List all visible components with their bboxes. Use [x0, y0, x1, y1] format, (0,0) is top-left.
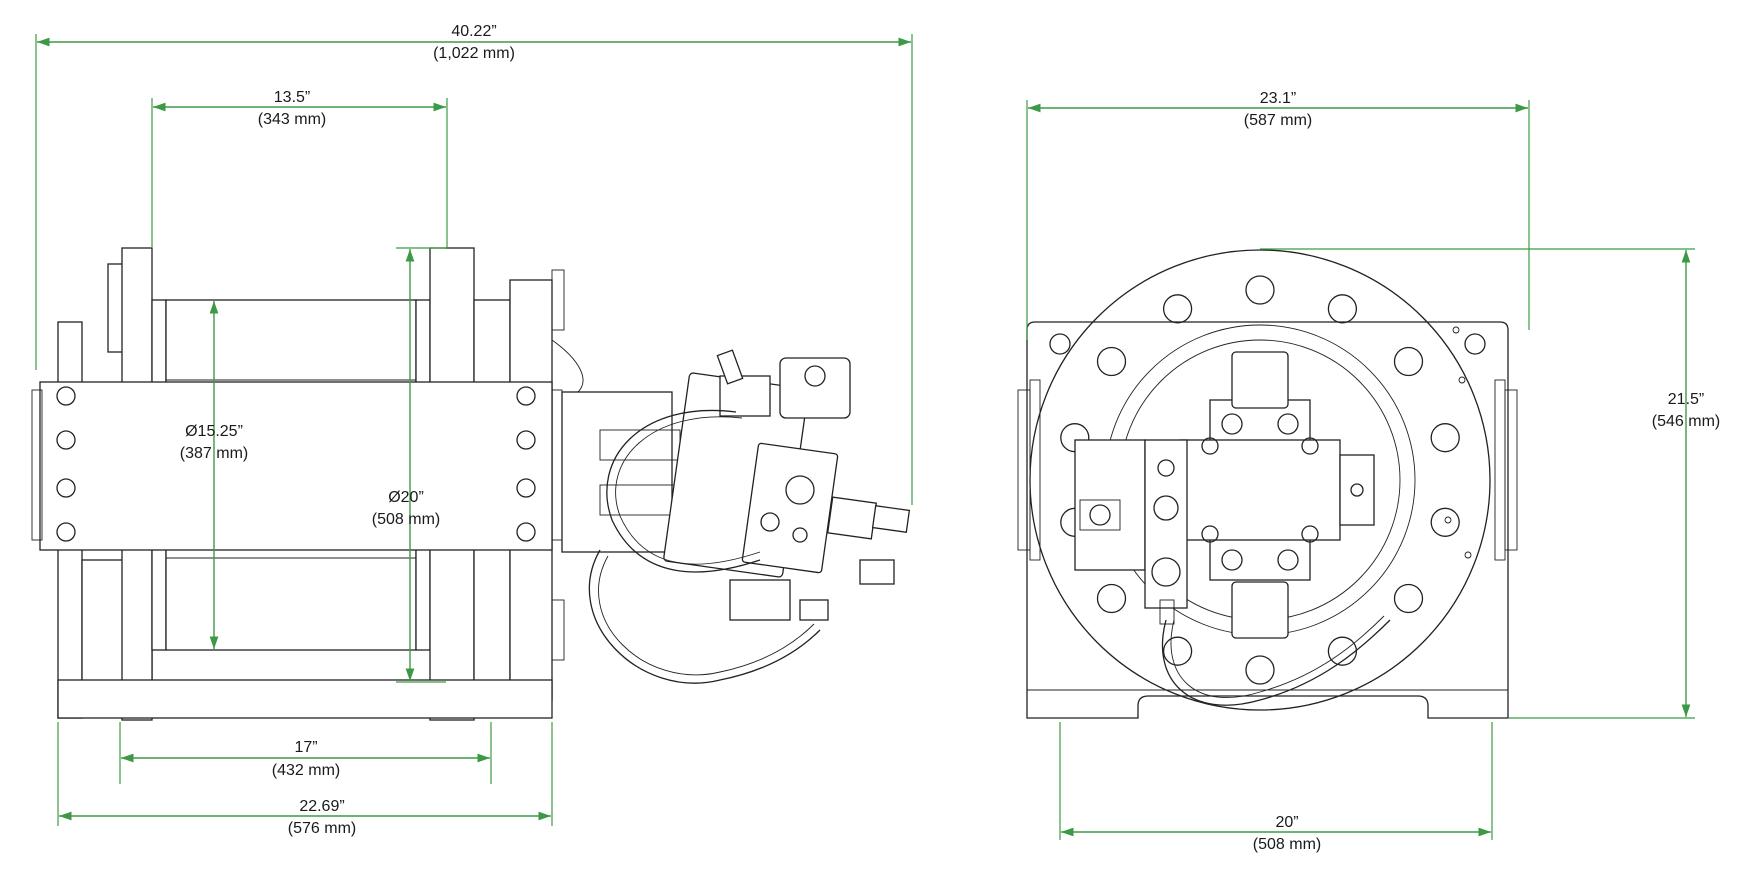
flange-bolt [1393, 583, 1424, 614]
dim-drum-length: 13.5” (343 mm) [151, 89, 448, 248]
flange-bolt [1430, 507, 1460, 537]
side-view [31, 247, 911, 721]
base-length-mm: (576 mm) [288, 820, 356, 837]
dim-flange-diameter: Ø20” (508 mm) [372, 247, 446, 683]
flange-diameter-mm: (508 mm) [372, 511, 440, 528]
valve-block-center [1144, 439, 1188, 609]
drum-diameter-inches: Ø15.25” [185, 423, 243, 440]
overall-width-mm: (587 mm) [1244, 112, 1312, 129]
flange-bolt [1393, 346, 1424, 377]
flange-bolt [1162, 636, 1193, 666]
dim-overall-height: 21.5” (546 mm) [1260, 248, 1720, 719]
dim-foot-spacing-end: 20” (508 mm) [1059, 722, 1493, 853]
flange-bolt [1430, 423, 1460, 453]
tie-bar [39, 381, 553, 551]
overall-width-inches: 23.1” [1260, 90, 1296, 107]
flange-bolt [1162, 294, 1193, 324]
overall-length-inches: 40.22” [451, 23, 496, 40]
tie-bar-bolts [31, 386, 563, 542]
flange-bolt [1245, 655, 1275, 685]
mounting-hole-right [1464, 333, 1486, 355]
dim-drum-diameter: Ø15.25” (387 mm) [180, 301, 248, 649]
base-length-inches: 22.69” [299, 798, 344, 815]
drum-length-inches: 13.5” [274, 89, 310, 106]
base-rail [57, 679, 553, 719]
dim-foot-spacing-side: 17” (432 mm) [119, 722, 492, 784]
mounting-hole-left [1049, 333, 1071, 355]
flange-bolt-circle [1060, 275, 1460, 685]
overall-height-inches: 21.5” [1668, 391, 1704, 408]
dim-base-length: 22.69” (576 mm) [57, 722, 553, 837]
drum-length-mm: (343 mm) [258, 111, 326, 128]
overall-length-mm: (1,022 mm) [433, 45, 515, 62]
flange-bolt [1245, 275, 1275, 305]
drum-diameter-mm: (387 mm) [180, 445, 248, 462]
foot-spacing-end-inches: 20” [1275, 814, 1298, 831]
overall-height-mm: (546 mm) [1652, 413, 1720, 430]
dim-overall-length: 40.22” (1,022 mm) [35, 23, 913, 505]
foot-spacing-side-inches: 17” [294, 739, 317, 756]
flange-bolt [1327, 294, 1358, 324]
foot-spacing-side-mm: (432 mm) [272, 762, 340, 779]
hydraulic-motor-assembly [561, 349, 911, 621]
valve-block-left [1074, 439, 1146, 571]
motor-body-horizontal [1179, 439, 1341, 541]
flange-bolt [1096, 583, 1127, 614]
drum-flange-outline [1029, 249, 1491, 711]
end-view [1017, 249, 1518, 719]
dim-overall-width: 23.1” (587 mm) [1026, 90, 1530, 340]
foot-spacing-end-mm: (508 mm) [1253, 836, 1321, 853]
flange-bolt [1096, 346, 1127, 377]
flange-diameter-inches: Ø20” [388, 489, 424, 506]
dimension-annotations: 40.22” (1,022 mm) 13.5” (343 mm) Ø15.25”… [35, 23, 1720, 853]
